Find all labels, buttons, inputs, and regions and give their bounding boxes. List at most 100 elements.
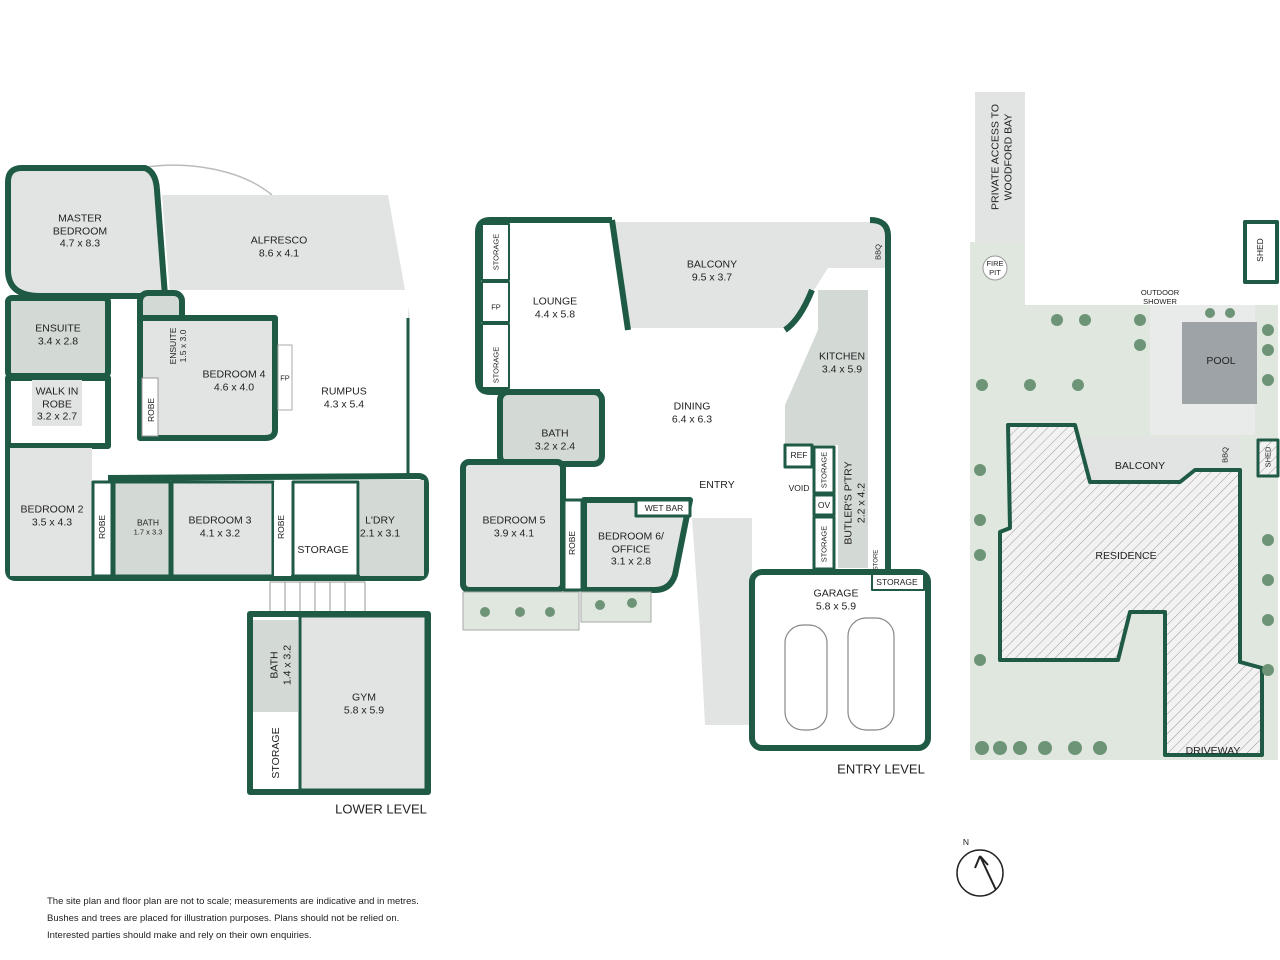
trees xyxy=(480,308,1274,755)
room-name: ENSUITE xyxy=(168,327,178,365)
note-line: Interested parties should make and rely … xyxy=(47,930,312,941)
room-name: BATH xyxy=(541,427,569,440)
room-name: BEDROOM xyxy=(52,224,108,237)
room-name: GYM xyxy=(352,691,376,704)
balcony-shape xyxy=(612,222,885,328)
robe-bed4-shape xyxy=(141,377,159,437)
room-robe-bed3: ROBE xyxy=(276,514,286,540)
room-name: LOUNGE xyxy=(532,295,578,308)
room-gym-storage: STORAGE xyxy=(269,727,282,779)
room-name: BATH xyxy=(136,517,160,528)
room-name: BEDROOM 2 xyxy=(20,503,84,516)
entry-path xyxy=(692,518,752,725)
void-label: VOID xyxy=(788,483,810,493)
room-name: BALCONY xyxy=(686,258,738,271)
bbq-label: BBQ xyxy=(873,244,883,260)
label-line: OUTDOOR xyxy=(1140,288,1180,297)
note-line: The site plan and floor plan are not to … xyxy=(47,896,419,907)
storage-shape xyxy=(291,480,360,578)
shed-side-shape xyxy=(1256,438,1280,478)
room-dims: 3.9 x 4.1 xyxy=(493,527,535,539)
store-label: STORE xyxy=(873,549,880,571)
fireplace-label: FP xyxy=(280,373,290,383)
room-name: GARAGE xyxy=(813,587,859,600)
laundry-shape xyxy=(360,480,424,576)
lower-level-title: LOWER LEVEL xyxy=(335,801,427,817)
master-bedroom-shape xyxy=(5,165,168,299)
room-name: OFFICE xyxy=(611,542,651,555)
garden-strip-2 xyxy=(580,591,652,623)
alfresco-area xyxy=(162,195,410,318)
room-dims: 3.4 x 5.9 xyxy=(821,363,863,375)
site-balcony-label: BALCONY xyxy=(1114,459,1166,472)
shed-side-label: SHED xyxy=(1263,446,1273,468)
room-name: ROBE xyxy=(42,397,72,410)
compass-circle xyxy=(956,849,1004,897)
kitchen-shape xyxy=(785,290,868,568)
ref-shape xyxy=(783,443,814,469)
pool-label: POOL xyxy=(1206,354,1236,367)
label-line: WOODFORD BAY xyxy=(1002,113,1014,201)
room-name: MASTER xyxy=(58,212,102,225)
room-dims: 4.1 x 3.2 xyxy=(199,527,241,539)
gym-bath-shape xyxy=(253,620,298,712)
entry-label: ENTRY xyxy=(699,478,735,491)
room-robe-bed2: ROBE xyxy=(97,514,107,540)
bedroom6-shape xyxy=(581,497,693,593)
garage-storage-label: STORAGE xyxy=(876,577,918,587)
room-name: BATH xyxy=(268,651,281,679)
lower-stairs xyxy=(269,581,366,613)
entry-right-wall xyxy=(869,217,891,572)
room-name: BEDROOM 6/ xyxy=(598,530,664,543)
room-storage-top: STORAGE xyxy=(491,233,501,271)
room-dims: 5.8 x 5.9 xyxy=(815,600,857,612)
label-line: PIT xyxy=(989,268,1001,277)
robe-bed3-shape xyxy=(274,482,291,576)
oven-label: OV xyxy=(817,500,831,510)
car-2 xyxy=(847,617,895,731)
balcony-wall xyxy=(609,219,815,333)
room-name: L'DRY xyxy=(365,514,395,527)
wet-bar-label: WET BAR xyxy=(644,503,684,513)
private-access-path xyxy=(975,92,1025,244)
walk-in-robe-floor xyxy=(32,380,82,426)
alfresco-deck-arc xyxy=(139,164,273,196)
room-name: BEDROOM 3 xyxy=(188,514,252,527)
pantry-storage-1 xyxy=(812,445,836,495)
room-dims: 6.4 x 6.3 xyxy=(671,413,713,425)
robe-bed2-shape xyxy=(91,480,114,578)
shed-top-label: SHED xyxy=(1255,238,1265,262)
residence-label: RESIDENCE xyxy=(1095,549,1157,562)
residence-shape xyxy=(998,423,1264,757)
car-1 xyxy=(784,624,828,731)
entry-level-title: ENTRY LEVEL xyxy=(837,761,925,777)
room-name: WALK IN xyxy=(35,385,79,398)
room-robe-bed4: ROBE xyxy=(146,397,156,423)
room-name: DINING xyxy=(673,400,711,413)
room-dims: 1.4 x 3.2 xyxy=(281,644,293,686)
room-dims: 5.8 x 5.9 xyxy=(343,704,385,716)
room-dims: 3.2 x 2.7 xyxy=(36,410,78,423)
room-dims: 9.5 x 3.7 xyxy=(691,271,733,283)
room-dims: 4.7 x 8.3 xyxy=(59,237,101,250)
storage-top-shape xyxy=(481,223,510,281)
room-name: BEDROOM 4 xyxy=(202,368,266,381)
pantry-storage-1-label: STORAGE xyxy=(819,451,829,489)
